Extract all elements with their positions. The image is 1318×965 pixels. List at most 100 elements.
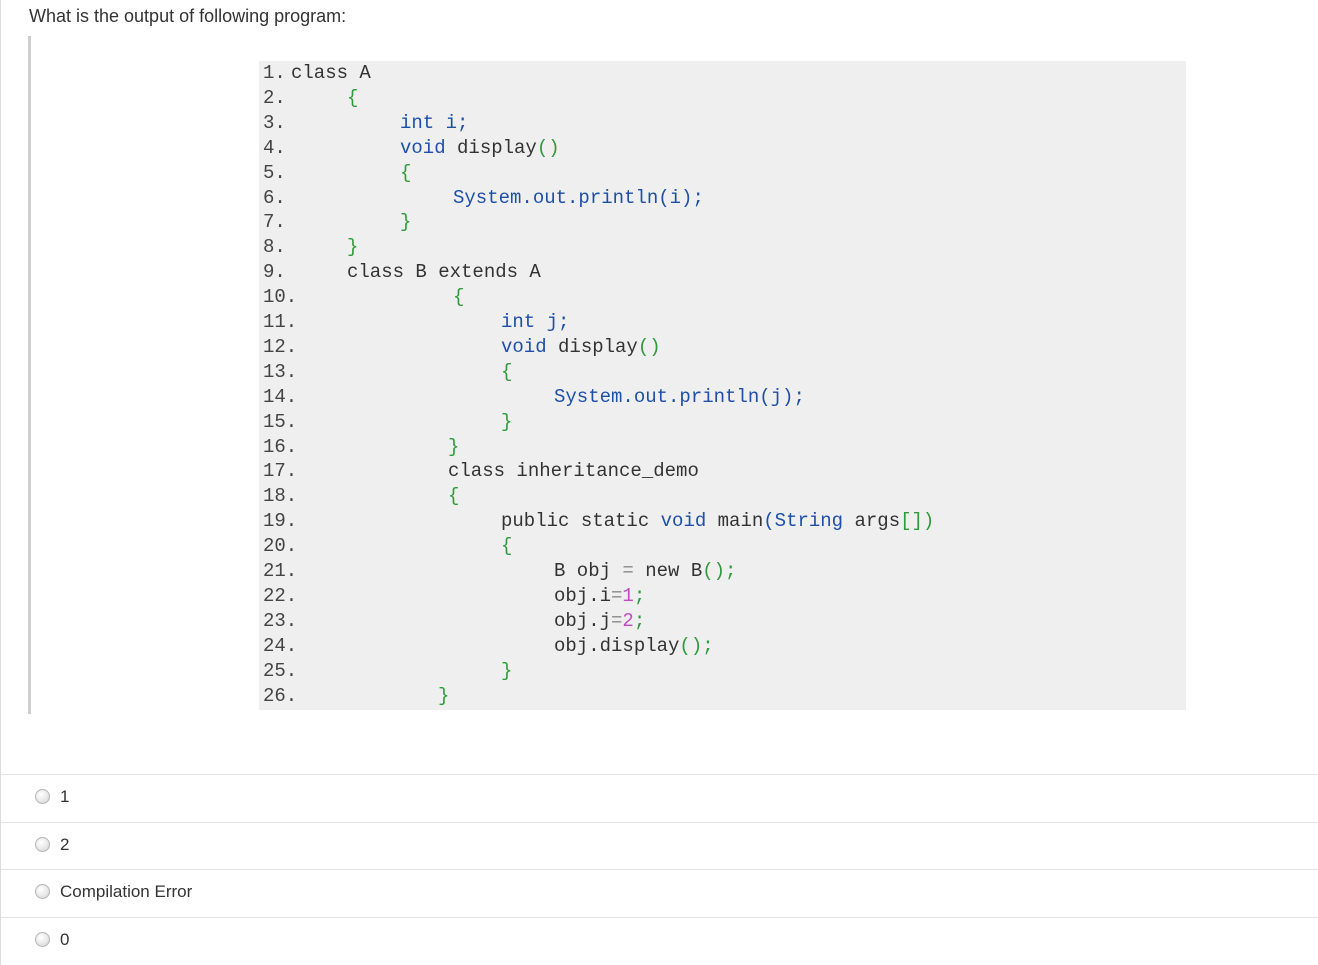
code-token: obj.display <box>554 634 680 657</box>
code-token: class A <box>291 62 371 84</box>
line-number: 16. <box>263 435 298 458</box>
code-token: 2 <box>622 609 634 632</box>
code-token: int <box>400 111 435 134</box>
option-label[interactable]: Compilation Error <box>60 882 193 901</box>
line-number: 9. <box>263 261 286 284</box>
code-text: } <box>347 235 358 260</box>
code-token: (); <box>702 560 737 582</box>
line-number: 13. <box>263 360 298 383</box>
code-line: 5. { <box>259 161 1186 186</box>
code-token: ; <box>633 609 646 632</box>
option-label[interactable]: 1 <box>60 787 70 806</box>
code-line: 24.obj.display(); <box>259 634 1186 659</box>
line-number: 23. <box>263 609 298 632</box>
code-text: { <box>501 360 512 385</box>
code-token: { <box>453 286 465 309</box>
code-text: int i; <box>400 111 468 136</box>
code-token: class inheritance_demo <box>448 460 699 483</box>
code-token: { <box>347 86 359 109</box>
code-token: new B <box>633 560 703 582</box>
radio-button[interactable] <box>35 836 50 852</box>
code-line: 2.{ <box>259 86 1186 111</box>
code-text: { <box>453 285 464 310</box>
line-number: 26. <box>263 684 298 707</box>
code-text: int j; <box>501 310 569 335</box>
answer-option[interactable]: 1 <box>1 774 1318 821</box>
line-number: 5. <box>263 161 286 184</box>
line-number: 19. <box>263 510 298 533</box>
quote-bar <box>28 36 31 714</box>
code-token: display <box>445 136 537 159</box>
code-token: obj.i <box>554 584 612 607</box>
code-text: } <box>400 210 411 235</box>
code-text: { <box>347 86 358 111</box>
answer-option[interactable]: 0 <box>1 916 1318 964</box>
code-token: { <box>501 360 513 383</box>
code-text: B obj = new B(); <box>554 559 736 584</box>
code-token: .out.println <box>622 385 760 408</box>
line-number: 12. <box>263 335 298 358</box>
code-token: ; <box>633 584 646 607</box>
code-token: { <box>400 161 412 184</box>
code-text: } <box>448 435 459 460</box>
radio-button[interactable] <box>35 931 50 947</box>
code-text: { <box>501 534 512 559</box>
answer-option[interactable]: Compilation Error <box>1 869 1318 916</box>
radio-button[interactable] <box>35 884 50 899</box>
code-line: 1.class A <box>259 61 1186 86</box>
line-number: 3. <box>263 111 286 134</box>
code-line: 14. System.out.println(j); <box>259 385 1186 410</box>
code-line: 21. B obj = new B(); <box>259 559 1186 584</box>
code-token: (String <box>763 510 844 533</box>
code-text: class B extends A <box>347 260 541 285</box>
code-token: = <box>611 584 623 607</box>
code-token: { <box>501 535 513 558</box>
line-number: 1. <box>263 62 286 84</box>
code-text: class A <box>291 61 371 86</box>
line-number: 14. <box>263 385 298 408</box>
radio-button[interactable] <box>35 789 50 804</box>
option-label[interactable]: 0 <box>60 929 70 949</box>
code-token: B obj <box>554 560 623 582</box>
code-line: 23. obj.j=2; <box>259 609 1186 634</box>
code-token: = <box>622 560 634 582</box>
code-line: 17. class inheritance_demo <box>259 459 1186 484</box>
code-line: 7.} <box>259 210 1186 235</box>
code-token: } <box>448 435 460 458</box>
code-line: 22. obj.i=1; <box>259 584 1186 609</box>
line-number: 11. <box>263 311 298 333</box>
code-line: 10.{ <box>259 285 1186 310</box>
code-line: 13. { <box>259 360 1186 385</box>
code-line: 26.} <box>259 684 1186 709</box>
code-token: j; <box>535 311 570 333</box>
line-number: 6. <box>263 186 286 209</box>
code-text: System.out.println(i); <box>453 186 704 211</box>
code-token: () <box>536 136 560 159</box>
code-token: () <box>637 335 661 358</box>
line-number: 17. <box>263 460 298 483</box>
code-token: (j); <box>759 385 805 408</box>
answer-option[interactable]: 2 <box>1 821 1318 869</box>
code-token: obj.j <box>554 609 612 632</box>
line-number: 7. <box>263 211 286 234</box>
line-number: 22. <box>263 584 298 607</box>
code-token: i; <box>434 111 469 134</box>
code-line: 20.{ <box>259 534 1186 559</box>
code-token: System <box>554 385 623 408</box>
code-line: 15.} <box>259 410 1186 435</box>
code-line: 18.{ <box>259 484 1186 509</box>
code-text: obj.display(); <box>554 634 714 659</box>
line-number: 21. <box>263 560 298 582</box>
code-token: } <box>438 684 450 707</box>
code-token: main <box>706 510 764 533</box>
code-token: public static <box>501 510 661 533</box>
code-text: obj.i=1; <box>554 584 645 609</box>
code-token: = <box>611 609 623 632</box>
code-token: } <box>400 211 412 234</box>
code-line: 3. int i; <box>259 111 1186 136</box>
option-label[interactable]: 2 <box>60 834 70 854</box>
code-token: .out.println <box>521 186 659 209</box>
code-text: void display() <box>501 335 661 360</box>
